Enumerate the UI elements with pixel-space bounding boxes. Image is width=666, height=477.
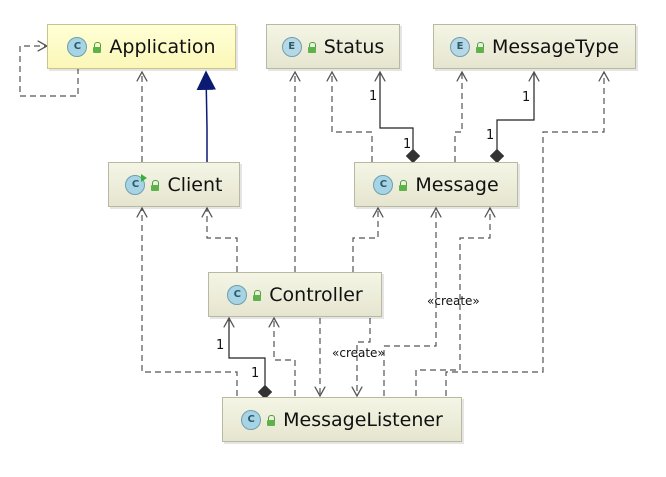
runnable-class-icon: C bbox=[125, 173, 148, 195]
edge-application-self bbox=[19, 46, 79, 97]
edge-controller-message bbox=[352, 208, 378, 272]
stereotype-create-a: «create» bbox=[427, 294, 480, 308]
class-icon: C bbox=[67, 36, 88, 57]
class-node-client[interactable]: C Client bbox=[108, 162, 240, 207]
class-node-messagelistener[interactable]: C MessageListener bbox=[222, 397, 462, 442]
edge-controller-client bbox=[207, 208, 238, 272]
edge-controller-create-listener-b bbox=[357, 318, 371, 396]
lock-icon bbox=[399, 179, 408, 191]
multiplicity-status-start: 1 bbox=[403, 137, 411, 152]
edge-listener-controller bbox=[274, 318, 296, 396]
lock-icon bbox=[93, 41, 102, 53]
lock-icon bbox=[307, 41, 316, 53]
multiplicity-controller-start: 1 bbox=[251, 366, 259, 381]
edge-client-extends-application bbox=[196, 70, 217, 162]
node-label: MessageListener bbox=[283, 408, 443, 431]
multiplicity-status-end: 1 bbox=[369, 89, 377, 104]
lock-icon bbox=[476, 41, 485, 53]
lock-icon bbox=[253, 289, 262, 301]
stereotype-create-b: «create» bbox=[332, 346, 385, 360]
class-node-application[interactable]: C Application bbox=[47, 24, 236, 69]
multiplicity-messagetype-end: 1 bbox=[522, 90, 530, 105]
class-icon: C bbox=[241, 409, 262, 430]
node-label: Client bbox=[167, 173, 223, 196]
node-label: Application bbox=[109, 35, 216, 58]
lock-icon bbox=[151, 179, 160, 191]
class-node-controller[interactable]: C Controller bbox=[208, 272, 382, 317]
enum-icon: E bbox=[450, 36, 471, 57]
edge-listener-message bbox=[415, 208, 490, 396]
edge-listener-messagetype bbox=[445, 72, 604, 396]
class-node-message[interactable]: C Message bbox=[354, 162, 518, 207]
multiplicity-controller-end: 1 bbox=[216, 338, 224, 353]
class-icon: C bbox=[227, 284, 248, 305]
lock-icon bbox=[267, 414, 276, 426]
multiplicity-messagetype-start: 1 bbox=[486, 128, 494, 143]
enum-node-messagetype[interactable]: E MessageType bbox=[433, 24, 636, 69]
edge-listener-message-create bbox=[383, 208, 436, 396]
node-label: MessageType bbox=[492, 35, 619, 58]
node-label: Controller bbox=[269, 283, 363, 306]
edge-message-composes-messagetype bbox=[497, 72, 534, 156]
edge-message-composes-status bbox=[380, 72, 413, 156]
enum-icon: E bbox=[281, 36, 302, 57]
edge-message-status bbox=[332, 72, 373, 162]
node-label: Status bbox=[323, 35, 385, 58]
class-icon: C bbox=[373, 174, 394, 195]
edge-listener-composes-controller bbox=[229, 318, 265, 392]
edge-message-messagetype bbox=[454, 72, 462, 162]
node-label: Message bbox=[415, 173, 499, 196]
enum-node-status[interactable]: E Status bbox=[266, 24, 400, 69]
